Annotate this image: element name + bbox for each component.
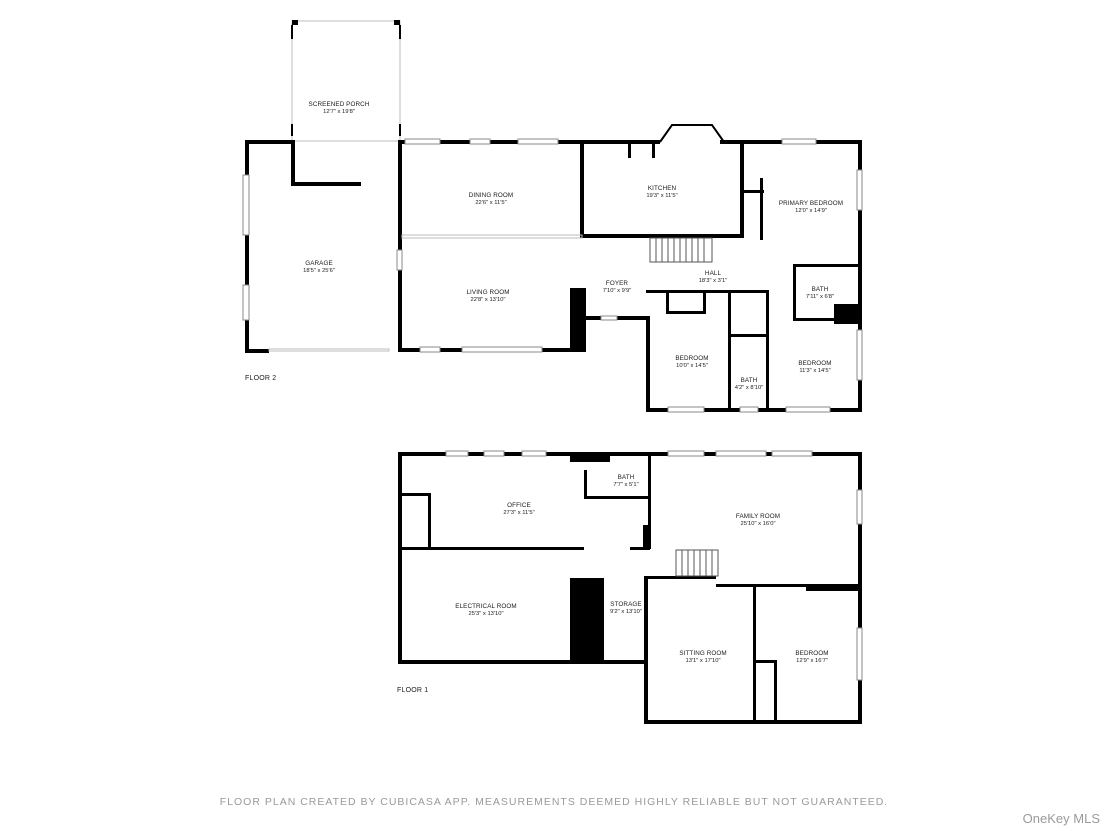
room-dims: 11'3" x 14'5" — [799, 368, 830, 374]
room-dims: 10'0" x 14'5" — [676, 363, 708, 369]
room-dims: 12'9" x 16'7" — [796, 658, 828, 664]
room-dims: 7'10" x 9'9" — [603, 288, 632, 294]
house-walls-floor-2 — [396, 124, 863, 413]
floor-2-plan — [242, 20, 863, 413]
floor-2-label: FLOOR 2 — [245, 375, 276, 382]
room-name: FAMILY ROOM — [736, 513, 780, 520]
room-dims: 25'10" x 16'0" — [740, 521, 775, 527]
room-name: ELECTRICAL ROOM — [455, 603, 516, 610]
room-name: BEDROOM — [795, 650, 828, 657]
room-name: KITCHEN — [648, 185, 677, 192]
room-name: BATH — [618, 474, 635, 481]
room-labels: SCREENED PORCH 12'7" x 19'8" GARAGE 18'5… — [245, 101, 843, 694]
room-dims: 25'3" x 13'10" — [468, 611, 503, 617]
room-name: SCREENED PORCH — [309, 101, 370, 108]
room-dims: 22'6" x 11'5" — [475, 200, 506, 206]
room-name: STORAGE — [610, 601, 641, 608]
room-dims: 9'2" x 13'10" — [610, 609, 642, 615]
room-dims: 27'3" x 11'5" — [503, 510, 534, 516]
room-dims: 12'7" x 19'8" — [323, 109, 355, 115]
room-dims: 13'1" x 17'10" — [685, 658, 720, 664]
room-name: LIVING ROOM — [466, 289, 509, 296]
room-dims: 18'5" x 25'6" — [303, 268, 335, 274]
floor-1-label: FLOOR 1 — [397, 687, 428, 694]
room-dims: 4'2" x 8'10" — [735, 385, 764, 391]
disclaimer-footer: FLOOR PLAN CREATED BY CUBICASA APP. MEAS… — [219, 796, 889, 808]
room-name: GARAGE — [305, 260, 333, 267]
room-name: FOYER — [606, 280, 629, 287]
room-dims: 18'3" x 3'1" — [699, 278, 728, 284]
room-name: BEDROOM — [798, 360, 831, 367]
room-name: BEDROOM — [675, 355, 708, 362]
room-name: BATH — [741, 377, 758, 384]
room-dims: 19'3" x 11'5" — [646, 193, 677, 199]
room-dims: 12'0" x 14'9" — [795, 208, 827, 214]
room-name: OFFICE — [507, 502, 531, 509]
screened-porch-outline — [291, 20, 401, 142]
brand-watermark: OneKey MLS — [1022, 811, 1100, 826]
room-dims: 7'11" x 6'8" — [806, 294, 834, 300]
room-dims: 22'8" x 13'10" — [470, 297, 505, 303]
room-dims: 7'7" x 5'1" — [613, 482, 638, 488]
room-name: DINING ROOM — [469, 192, 513, 199]
room-name: SITTING ROOM — [679, 650, 726, 657]
room-name: BATH — [812, 286, 829, 293]
room-name: PRIMARY BEDROOM — [779, 200, 843, 207]
floor-1-plan — [398, 450, 863, 724]
room-name: HALL — [705, 270, 722, 277]
garage-walls — [242, 140, 390, 353]
